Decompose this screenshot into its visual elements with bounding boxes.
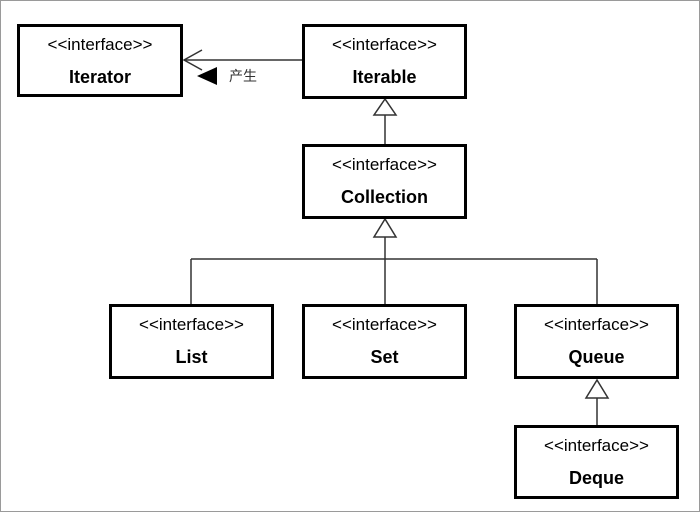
node-iterable: <<interface>> Iterable — [302, 24, 467, 99]
node-name: Iterator — [68, 67, 131, 87]
node-queue: <<interface>> Queue — [514, 304, 679, 379]
node-stereotype: <<interface>> — [332, 315, 437, 334]
node-name: Queue — [568, 347, 625, 367]
node-name: Deque — [568, 468, 624, 488]
hollow-triangle-collection — [372, 217, 398, 238]
hollow-triangle-queue — [584, 378, 610, 399]
node-iterator: <<interface>> Iterator — [17, 24, 183, 97]
node-name: Iterable — [352, 67, 417, 87]
direction-marker-triangle — [197, 67, 217, 85]
node-stereotype: <<interface>> — [139, 315, 244, 334]
node-name: Set — [370, 347, 399, 367]
node-stereotype: <<interface>> — [544, 315, 649, 334]
open-arrowhead-iterator — [182, 49, 203, 71]
node-name: Collection — [340, 187, 428, 207]
node-deque: <<interface>> Deque — [514, 425, 679, 499]
hollow-triangle-iterable — [372, 97, 398, 116]
node-collection: <<interface>> Collection — [302, 144, 467, 219]
node-stereotype: <<interface>> — [332, 35, 437, 54]
node-stereotype: <<interface>> — [47, 35, 153, 54]
node-set: <<interface>> Set — [302, 304, 467, 379]
node-stereotype: <<interface>> — [332, 155, 437, 174]
node-list: <<interface>> List — [109, 304, 274, 379]
node-stereotype: <<interface>> — [544, 436, 649, 455]
node-name: List — [175, 347, 208, 367]
edge-label-produces: 产生 — [229, 69, 257, 85]
